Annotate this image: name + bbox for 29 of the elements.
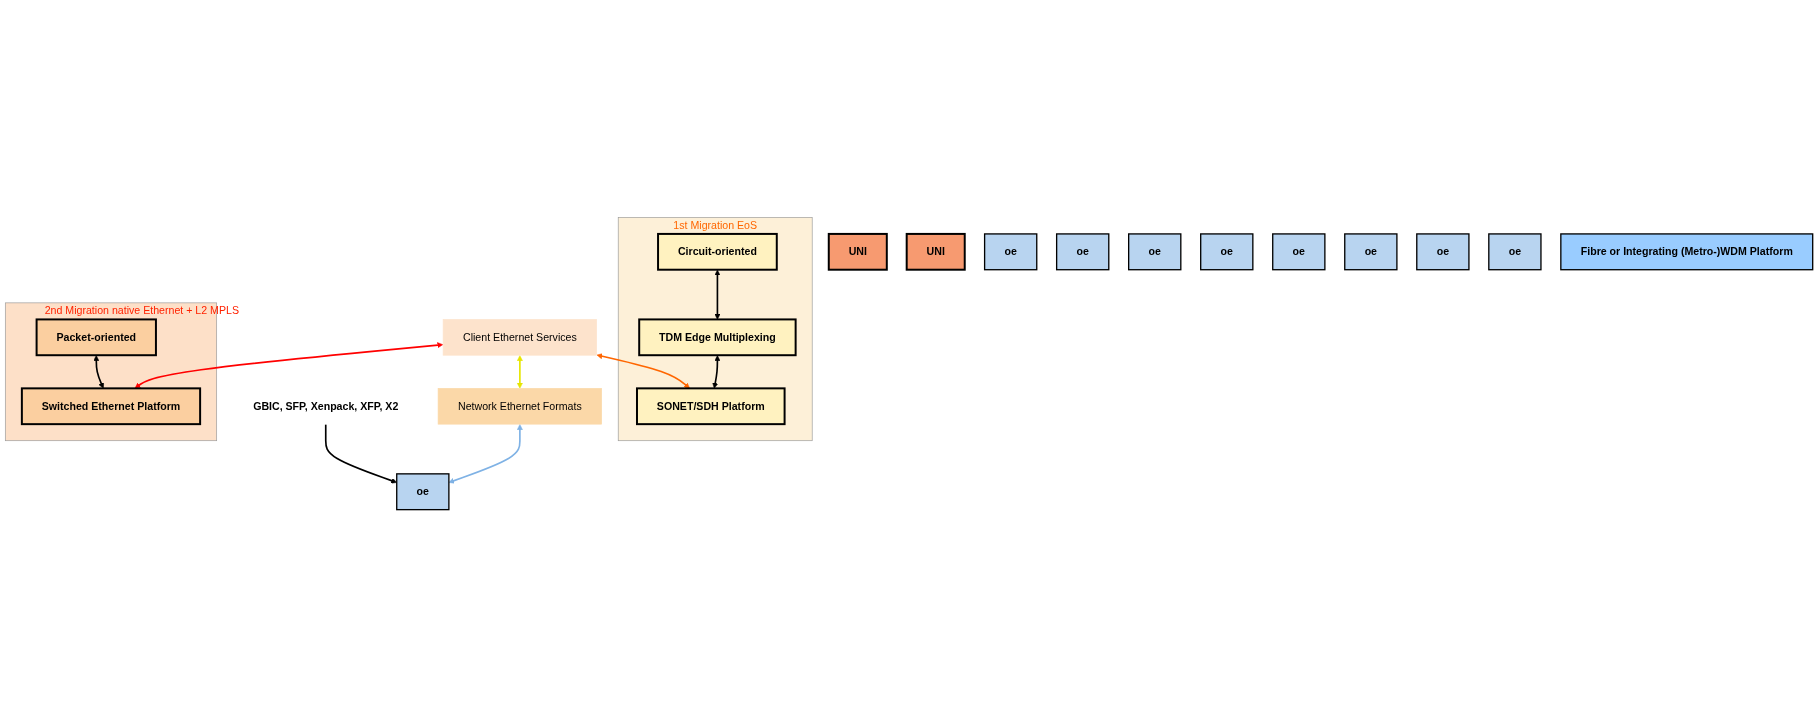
node-box: Packet-oriented (35, 318, 157, 357)
node-box: UNI (827, 232, 888, 271)
node-box: Switched Ethernet Platform (20, 387, 202, 426)
arrow (324, 423, 397, 484)
node-box: Circuit-oriented (657, 232, 778, 271)
arrow (712, 355, 721, 389)
node-box: oe (1128, 233, 1182, 271)
node-box: TDM Edge Multiplexing (638, 318, 797, 357)
node-text: GBIC, SFP, Xenpack, XFP, X2 (253, 400, 399, 412)
node-box: oe (1344, 233, 1398, 271)
node-box: Client Ethernet Services (442, 319, 597, 356)
node-box: Network Ethernet Formats (437, 388, 602, 425)
node-box: oe (1488, 233, 1542, 271)
node-box: oe (1416, 233, 1470, 271)
arrow (134, 342, 444, 389)
node-box: oe (1055, 233, 1110, 271)
node-box: UNI (905, 232, 966, 271)
arrow (516, 355, 523, 389)
node-box: oe (1272, 233, 1326, 271)
node-box: oe (1200, 233, 1254, 271)
node-box: oe (983, 233, 1038, 271)
arrow (93, 355, 104, 389)
arrow (596, 353, 690, 389)
arrow (448, 424, 523, 484)
node-label: 2nd Migration native Ethernet + L2 MPLS (44, 304, 239, 317)
node-box: oe (396, 473, 450, 511)
node-box: SONET/SDH Platform (636, 387, 786, 426)
arrow (714, 269, 721, 320)
node-box: Fibre or Integrating (Metro-)WDM Platform (1560, 233, 1814, 271)
